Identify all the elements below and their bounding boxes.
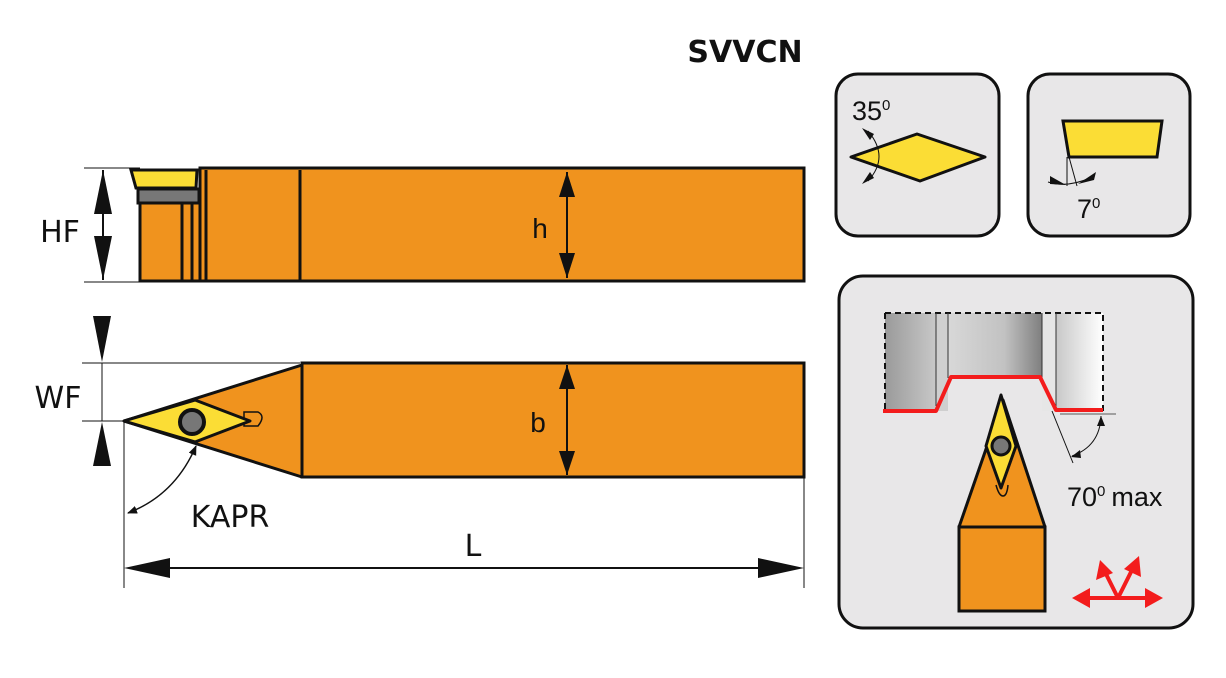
h-arrow-down-icon	[559, 253, 575, 278]
h-label: h	[532, 213, 548, 244]
l-arrow-left-icon	[124, 558, 170, 578]
insert-angle-label: 350	[852, 96, 890, 126]
insert-shape-panel: 350	[834, 72, 1001, 238]
clearance-arrow-left-icon	[1050, 176, 1066, 185]
clearance-angle-label: 70	[1077, 194, 1100, 224]
wf-label: WF	[35, 381, 82, 416]
l-label: L	[465, 529, 482, 564]
rhombic-insert-35-icon	[849, 132, 987, 183]
top-view: WF b KAPR L	[35, 316, 806, 588]
holder-head-lower	[138, 201, 202, 283]
insert-clearance-profile-icon	[1061, 119, 1164, 159]
b-label: b	[530, 407, 546, 438]
shim	[136, 187, 201, 205]
workpiece-left	[885, 313, 936, 411]
insert-screw-icon	[178, 408, 206, 436]
clearance-arrow-right-icon	[1078, 172, 1096, 184]
b-arrow-down-icon	[559, 451, 575, 475]
b-arrow-up-icon	[559, 365, 575, 389]
clearance-angle-line	[1068, 156, 1078, 187]
tool-code-title: SVVCN	[687, 35, 802, 70]
angle-70-line	[1051, 410, 1074, 464]
h-arrow-up-icon	[559, 172, 575, 197]
wf-arrow-down-icon	[93, 316, 111, 362]
angle-35-arrow-top-icon	[862, 128, 874, 140]
l-arrow-right-icon	[758, 558, 804, 578]
angle-35-arrow-bottom-icon	[862, 172, 874, 184]
shank-side	[198, 166, 806, 283]
workpiece-groove	[948, 313, 1042, 378]
workpiece-right	[1056, 313, 1103, 411]
kapr-angle-arc	[127, 445, 197, 514]
application-screw-icon	[990, 435, 1012, 457]
insert-side	[129, 168, 199, 190]
machined-profile-line	[883, 375, 1103, 413]
angle-70-arrow-top-icon	[1097, 416, 1105, 426]
hf-arrow-up-icon	[94, 170, 112, 214]
clearance-angle-panel: 70	[1026, 72, 1192, 238]
workpiece-outline-dashed	[885, 312, 1104, 411]
kapr-label: KAPR	[191, 500, 270, 535]
feed-directions-icon	[1072, 556, 1163, 608]
hf-arrow-down-icon	[94, 236, 112, 280]
application-clamp-slot	[995, 484, 1009, 497]
side-view: HF h	[40, 166, 806, 283]
shank-top	[300, 361, 806, 479]
angle-70-arrow-bottom-icon	[1071, 450, 1081, 458]
hf-label: HF	[40, 215, 80, 250]
wf-arrow-up-icon	[93, 422, 111, 466]
application-tool-shank	[957, 525, 1047, 613]
